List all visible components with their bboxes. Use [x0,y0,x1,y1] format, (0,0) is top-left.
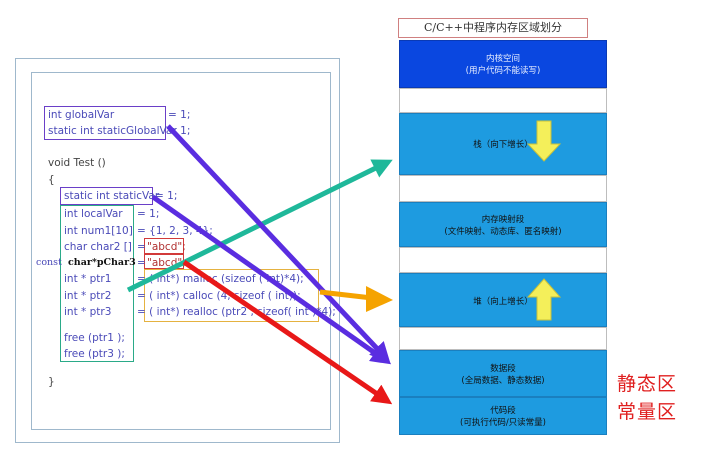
code-local-var-rhs: = 1; [137,208,160,220]
static-area-label: 静态区 [617,373,678,395]
segment-gap-3 [399,247,607,273]
segment-code-name: 代码段 [490,406,516,416]
segment-gap-1 [399,88,607,113]
segment-gap-4 [399,327,607,350]
code-free1: free (ptr1 ); [64,332,125,344]
code-free3: free (ptr3 ); [64,348,125,360]
code-const-kw: const [36,257,62,268]
segment-data-name: 数据段 [490,364,516,374]
code-pchar3: char*pChar3 [68,257,136,268]
code-num1: int num1[10] [64,225,133,237]
segment-data: 数据段 (全局数据、静态数据) [399,350,607,397]
arrow-locals-to-stack [126,159,393,293]
segment-mmap-name: 内存映射段 [481,215,525,225]
segment-heap-name: 堆（向上增长） [473,297,533,307]
code-open-brace: { [48,174,55,186]
globals-box [44,106,166,140]
code-static-global: static int staticGlobalVar [48,125,177,137]
code-char2-eq: = [137,241,146,253]
code-panel-outer [15,58,340,443]
heap-calls-box [144,269,319,322]
arrow-malloc-to-heap [319,289,373,301]
segment-kernel: 内核空间 (用户代码不能读写) [399,40,607,88]
locals-box [60,205,134,362]
code-ptr3-rhs: = ( int*) realloc (ptr2 , sizeof( int )*… [137,306,336,318]
static-var-box [60,187,153,205]
code-static-var: static int staticVar [64,190,160,202]
arrow-globals-to-data [166,124,391,363]
code-static-var-rhs: = 1; [155,190,178,202]
code-close-brace: } [48,376,55,388]
segment-kernel-name: 内核空间 [485,54,520,64]
heap-up-arrow-icon [526,278,562,321]
segment-mmap-note: (文件映射、动态库、匿名映射) [444,227,562,237]
segment-kernel-note: (用户代码不能读写) [465,66,541,76]
stack-down-arrow-icon [526,120,562,162]
segment-code: 代码段 (可执行代码/只读常量) [399,397,607,435]
code-local-var: int localVar [64,208,123,220]
diagram-title: C/C++中程序内存区域划分 [398,18,588,38]
segment-mmap: 内存映射段 (文件映射、动态库、匿名映射) [399,202,607,247]
code-ptr3: int * ptr3 [64,306,112,318]
code-ptr2: int * ptr2 [64,290,112,302]
code-ptr2-rhs: = ( int*) calloc (4, sizeof ( int)); [137,290,301,302]
code-func: void Test () [48,157,106,169]
segment-stack: 栈（向下增长） [399,113,607,175]
segment-gap-2 [399,175,607,202]
segment-heap: 堆（向上增长） [399,273,607,327]
arrow-static-to-data [151,194,392,365]
segment-stack-name: 栈（向下增长） [473,140,533,150]
segment-code-note: (可执行代码/只读常量) [460,418,546,428]
code-pchar3-eq: = [137,257,146,269]
code-global-var: int globalVar [48,109,115,121]
code-ptr1: int * ptr1 [64,273,112,285]
code-char2-val: "abcd"; [147,241,186,253]
code-panel-inner [31,72,331,430]
arrow-heap-head [366,286,393,312]
code-char2: char char2 [] [64,241,132,253]
segment-data-note: (全局数据、静态数据) [461,376,545,386]
code-global-var-rhs: = 1; [168,109,191,121]
arrow-literal-to-code [182,259,393,405]
const-area-label: 常量区 [617,401,678,423]
char2-box [144,238,184,254]
